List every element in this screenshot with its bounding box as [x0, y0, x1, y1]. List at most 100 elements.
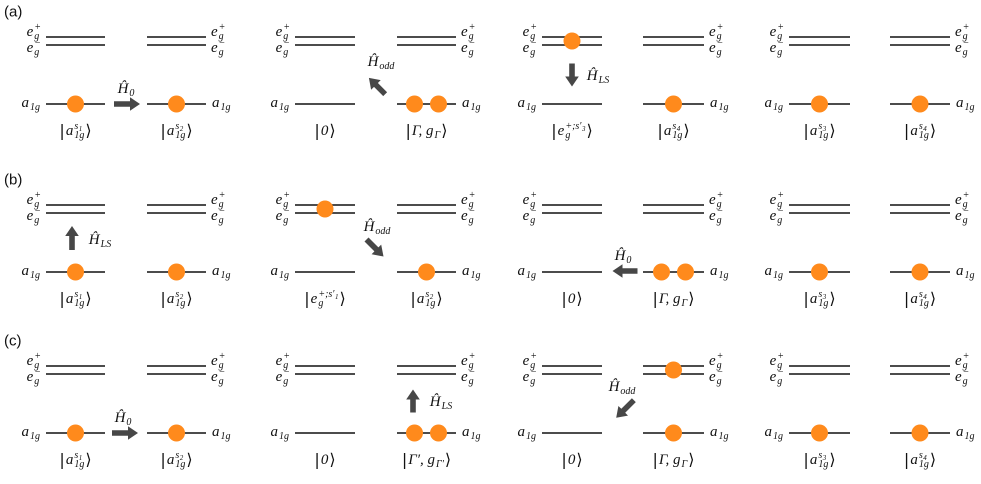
eg-plus-label-superscript: + [283, 191, 290, 201]
eg-minus-label-superscript-text: − [218, 206, 226, 217]
eg-plus-label-scripts: +g [717, 23, 724, 42]
eg-minus-label-superscript-text: − [962, 38, 970, 49]
transition-arrow [612, 264, 638, 278]
state-ket-superscript-text: s [918, 450, 923, 461]
a1g-label-subscript: 1g [220, 102, 231, 113]
eg-plus-label-superscript-text: + [962, 22, 970, 33]
eg-minus-label-scripts: −g [717, 39, 724, 58]
a1g-label-base: a [517, 94, 526, 111]
eg-plus-label: e+g [27, 352, 41, 371]
eg-electron-dot [316, 200, 334, 218]
ket-open-delimiter: | [401, 450, 408, 469]
eg-minus-label-superscript: − [777, 39, 784, 49]
state-ket-superscript-text: s [74, 121, 79, 132]
eg-minus-label-subscript: g [283, 376, 289, 387]
eg-plus-label-superscript-text: + [283, 22, 290, 33]
state-ket-superscript-text: s [918, 121, 923, 132]
eg-minus-label-box: e−g [955, 206, 970, 226]
operator-label-scripts: odd [379, 53, 394, 72]
state-ket-subscript: 1g [818, 298, 829, 309]
eg-plus-label-scripts: +g [219, 23, 226, 42]
state-ket-subscript: 1g [175, 130, 186, 141]
eg-plus-label-subscript: g [34, 31, 40, 42]
a1g-label-subscript: 1g [526, 270, 536, 281]
a1g-label-scripts: 1g [773, 262, 783, 281]
operator-label-base: Ĥ [363, 218, 375, 235]
eg-minus-label-base: e [709, 39, 716, 56]
a1g-electron-dot [665, 95, 682, 113]
eg-minus-label-superscript-text: − [34, 38, 41, 49]
a1g-label-subscript: 1g [964, 431, 975, 442]
eg-minus-label-base: e [769, 39, 777, 56]
state-ket-subscript: 1g [818, 459, 829, 470]
state-ket-superscript-text: s [74, 450, 79, 461]
eg-minus-label-superscript: − [717, 207, 724, 217]
eg-minus-label-superscript: − [962, 38, 970, 49]
ket-close-delimiter: ⟩ [829, 289, 836, 308]
eg-plus-label-box: e+g [523, 23, 537, 42]
ket-close-delimiter: ⟩ [85, 289, 92, 308]
a1g-label-base: a [764, 423, 773, 440]
eg-plus-label-subscript: g [34, 199, 40, 210]
eg-plus-label-scripts: +g [283, 191, 290, 210]
ket-open-delimiter: | [657, 121, 663, 140]
state-ket-box: |0⟩ [561, 452, 582, 468]
ket-open-delimiter: | [903, 289, 910, 308]
eg-plus-label-base: e [522, 191, 530, 208]
a1g-electron-dot [811, 95, 828, 113]
eg-plus-label-box: e+g [27, 191, 41, 210]
a1g-electron-dot [665, 424, 682, 442]
eg-minus-label-scripts: −g [219, 39, 226, 58]
eg-minus-label-superscript-text: − [962, 206, 970, 217]
eg-minus-label-subscript: g [34, 215, 40, 226]
eg-plus-label-base: e [769, 352, 777, 369]
state-ket-superscript: s1 [74, 121, 84, 134]
eg-minus-label-scripts: −g [963, 368, 970, 387]
eg-plus-label-subscript: g [777, 31, 783, 42]
operator-label-scripts: 0 [126, 409, 131, 428]
row-label: (b) [4, 171, 23, 189]
eg-minus-label-base: e [709, 207, 716, 224]
eg-minus-label-scripts: −g [219, 368, 226, 387]
eg-minus-label-superscript-text: − [468, 206, 476, 217]
operator-label-scripts: LS [101, 231, 112, 250]
state-ket-superscript: s2 [425, 289, 435, 302]
eg-minus-label-scripts: −g [283, 207, 290, 226]
a1g-label-base: a [517, 262, 526, 279]
eg-minus-label-box: e−g [276, 39, 290, 58]
eg-minus-label-scripts: −g [530, 207, 537, 226]
eg-plus-label-subscript: g [468, 31, 474, 42]
eg-plus-label-base: e [211, 23, 218, 40]
eg-plus-label-superscript-text: + [716, 190, 724, 201]
eg-plus-label: e+g [27, 23, 41, 42]
operator-label-base: Ĥ [114, 409, 126, 426]
eg-plus-label-box: e+g [770, 23, 784, 42]
eg-electron-dot [563, 32, 581, 50]
state-ket-base: a [65, 122, 74, 139]
eg-minus-label-scripts: −g [777, 39, 784, 58]
state-ket-superscript-text: s [425, 289, 430, 300]
a1g-label-subscript: 1g [279, 102, 289, 113]
ket-open-delimiter: | [803, 450, 809, 469]
eg-plus-label-superscript-text: + [468, 22, 476, 33]
eg-minus-label-subscript: g [283, 215, 289, 226]
